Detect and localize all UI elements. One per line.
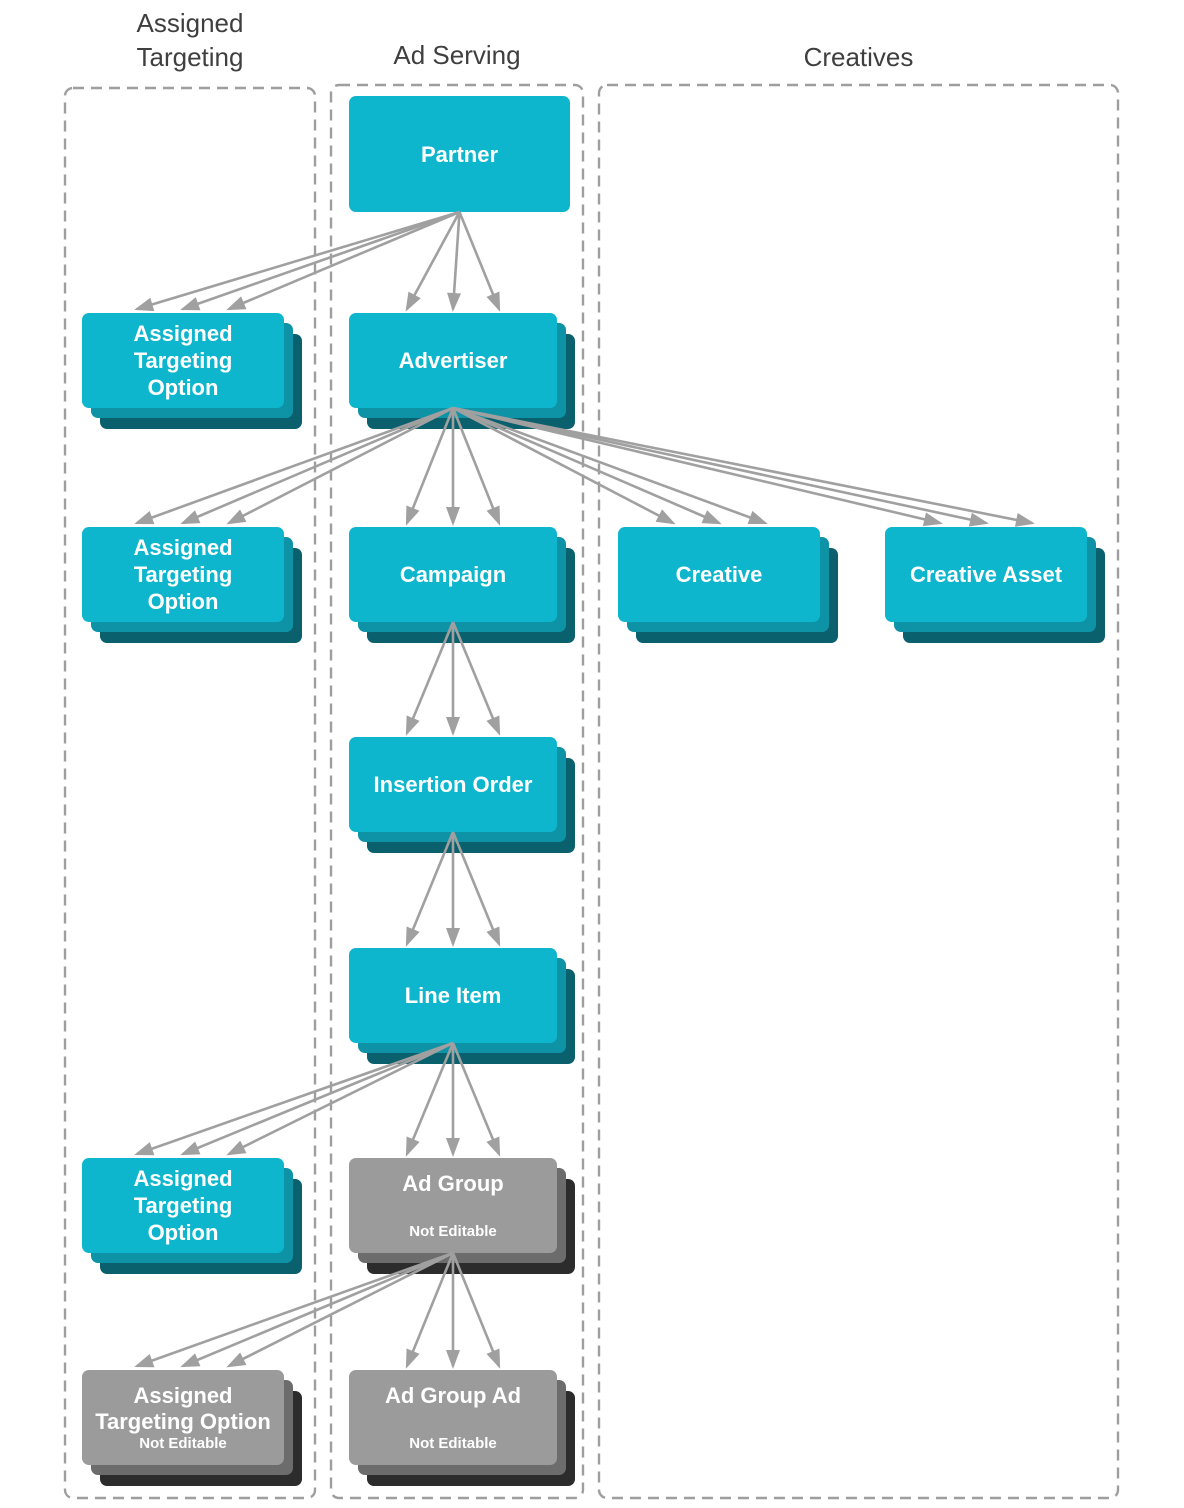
edge-advertiser-to-ato2 — [180, 406, 454, 525]
edge-ad-group-to-ato4 — [134, 1251, 454, 1368]
column-header-creatives: Creatives — [803, 42, 914, 72]
edge-line-item-to-ad-group — [405, 1042, 455, 1157]
edge-advertiser-to-creative-asset — [452, 406, 989, 527]
node-assigned-targeting-option-1: Assigned Targeting Option — [82, 313, 284, 408]
edge-advertiser-to-ato2 — [226, 406, 454, 525]
edge-partner-to-advertiser — [458, 211, 501, 312]
edge-insertion-order-to-line-item — [451, 831, 501, 947]
edge-ad-group-to-ad-group-ad — [405, 1252, 455, 1369]
edge-partner-to-advertiser — [447, 211, 462, 312]
node-creative-asset: Creative Asset — [885, 527, 1087, 622]
node-label: Assigned Targeting Option — [95, 1383, 271, 1434]
node-label: Ad Group Ad — [384, 1383, 522, 1408]
edge-advertiser-to-creative-asset — [452, 406, 1035, 527]
node-label: Partner — [420, 141, 499, 167]
column-header-assigned-targeting: Assigned Targeting — [136, 8, 244, 72]
node-assigned-targeting-option-3: Assigned Targeting Option — [82, 1158, 284, 1253]
node-label: Assigned Targeting Option — [133, 1166, 233, 1245]
node-sublabel-not-editable: Not Editable — [409, 1223, 497, 1240]
node-campaign: Campaign — [349, 527, 557, 622]
node-advertiser: Advertiser — [349, 313, 557, 408]
edge-advertiser-to-creative — [452, 406, 768, 525]
edge-advertiser-to-creative-asset — [452, 406, 943, 527]
node-partner: Partner — [349, 96, 570, 212]
edge-advertiser-to-campaign — [405, 407, 455, 526]
edge-ad-group-to-ato4 — [226, 1251, 454, 1368]
edge-campaign-to-insertion-order — [405, 621, 455, 736]
node-label: Creative Asset — [909, 562, 1063, 587]
edge-insertion-order-to-line-item — [405, 831, 455, 947]
node-label: Assigned Targeting Option — [133, 321, 233, 400]
column-header-ad-serving: Ad Serving — [393, 40, 521, 70]
edge-advertiser-to-creative — [452, 406, 676, 525]
edge-ad-group-to-ato4 — [180, 1251, 454, 1368]
edge-line-item-to-ato3 — [134, 1041, 454, 1156]
node-label: Advertiser — [398, 348, 508, 373]
node-label: Line Item — [404, 983, 502, 1008]
node-ad-group: Ad Group Not Editable — [349, 1158, 557, 1253]
edge-line-item-to-ato3 — [226, 1041, 454, 1156]
edge-partner-to-ato1 — [226, 210, 461, 311]
node-creative: Creative — [618, 527, 820, 622]
edge-campaign-to-insertion-order — [451, 621, 501, 736]
node-line-item: Line Item — [349, 948, 557, 1043]
edge-advertiser-to-campaign — [451, 407, 501, 526]
node-sublabel-not-editable: Not Editable — [139, 1435, 227, 1452]
node-label: Assigned Targeting Option — [133, 535, 233, 614]
column-box-assigned-targeting — [63, 86, 317, 1500]
edge-advertiser-to-creative — [452, 406, 722, 525]
node-label: Ad Group — [402, 1171, 504, 1196]
node-label: Creative — [675, 562, 763, 587]
node-assigned-targeting-option-4: Assigned Targeting Option Not Editable — [82, 1370, 284, 1465]
edge-advertiser-to-ato2 — [134, 406, 454, 525]
edge-line-item-to-ad-group — [451, 1042, 501, 1157]
edge-ad-group-to-ad-group-ad — [451, 1252, 501, 1369]
edge-line-item-to-ato3 — [180, 1041, 454, 1156]
node-insertion-order: Insertion Order — [349, 737, 557, 832]
node-label: Insertion Order — [373, 772, 533, 797]
column-box-creatives — [597, 83, 1120, 1500]
edge-partner-to-ato1 — [180, 210, 460, 311]
edge-partner-to-ato1 — [134, 210, 460, 312]
node-sublabel-not-editable: Not Editable — [409, 1435, 497, 1452]
node-ad-group-ad: Ad Group Ad Not Editable — [349, 1370, 557, 1465]
edge-partner-to-advertiser — [405, 211, 461, 312]
node-assigned-targeting-option-2: Assigned Targeting Option — [82, 527, 284, 622]
node-label: Campaign — [399, 562, 507, 587]
